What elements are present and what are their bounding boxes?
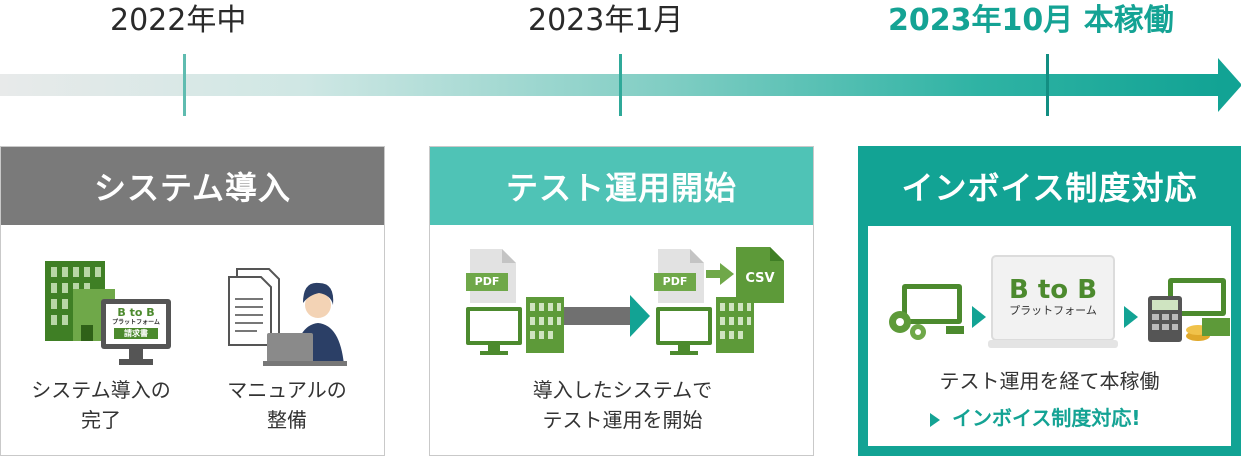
card-invoice-compliance: インボイス制度対応 B to B プラットフォーム bbox=[858, 146, 1241, 456]
timeline-tick-1 bbox=[183, 54, 186, 116]
timeline-arrowhead bbox=[1218, 58, 1241, 112]
computer-building-icon-2 bbox=[656, 297, 754, 355]
csv-document-icon bbox=[736, 247, 784, 303]
logo-subtext: プラットフォーム bbox=[112, 319, 160, 326]
computer-gear-icon bbox=[889, 284, 964, 340]
btob-logo: B to B プラットフォーム bbox=[998, 276, 1108, 318]
timeline-date-2022: 2022年中 bbox=[110, 3, 247, 38]
pdf-label: PDF bbox=[466, 273, 508, 291]
card-test-operation: テスト運用開始 PDF PDF CSV bbox=[429, 146, 814, 456]
computer-building-icon bbox=[466, 297, 564, 355]
caption-system-complete: システム導入の 完了 bbox=[31, 378, 171, 432]
card-title: システム導入 bbox=[1, 147, 384, 225]
card-title: インボイス制度対応 bbox=[858, 146, 1241, 226]
timeline-date-2023-jan: 2023年1月 bbox=[528, 3, 684, 38]
chevron-right-icon bbox=[972, 306, 986, 328]
convert-arrow-icon bbox=[706, 263, 734, 285]
card-body: B to B プラットフォーム テスト運用を経て本稼働 インボイス制度対応! bbox=[868, 226, 1231, 446]
caption-test-operation: 導入したシステムで テスト運用を開始 bbox=[532, 378, 713, 432]
caption-manual: マニュアルの 整備 bbox=[227, 378, 347, 432]
card-system-introduction: システム導入 B to B プラットフォーム 請求書 bbox=[0, 146, 385, 456]
logo-text: B to B bbox=[117, 306, 155, 319]
timeline-tick-3 bbox=[1046, 54, 1049, 116]
logo-text: B to B bbox=[1008, 275, 1098, 305]
invoice-compliance-link[interactable]: インボイス制度対応! bbox=[930, 402, 1141, 431]
logo-subtext: プラットフォーム bbox=[1009, 304, 1097, 317]
timeline-bar bbox=[0, 74, 1222, 96]
caption-go-live: テスト運用を経て本稼働 bbox=[939, 369, 1160, 393]
building-monitor-icon bbox=[45, 261, 171, 365]
manual-person-icon bbox=[228, 268, 347, 366]
arrow-right-icon bbox=[564, 295, 650, 337]
play-icon bbox=[930, 412, 940, 427]
laptop-platform-icon bbox=[988, 255, 1118, 348]
accounting-icon bbox=[1148, 278, 1230, 342]
cta-label: インボイス制度対応! bbox=[952, 406, 1141, 430]
chevron-right-icon-2 bbox=[1124, 306, 1138, 328]
csv-label: CSV bbox=[745, 271, 775, 286]
pdf-label-2: PDF bbox=[654, 273, 696, 291]
timeline-tick-2 bbox=[619, 54, 622, 116]
card-title: テスト運用開始 bbox=[430, 147, 813, 225]
logo-label: 請求書 bbox=[114, 328, 158, 339]
btob-logo-small: B to B プラットフォーム 請求書 bbox=[106, 307, 166, 339]
timeline-date-2023-oct: 2023年10月 本稼働 bbox=[888, 3, 1174, 38]
